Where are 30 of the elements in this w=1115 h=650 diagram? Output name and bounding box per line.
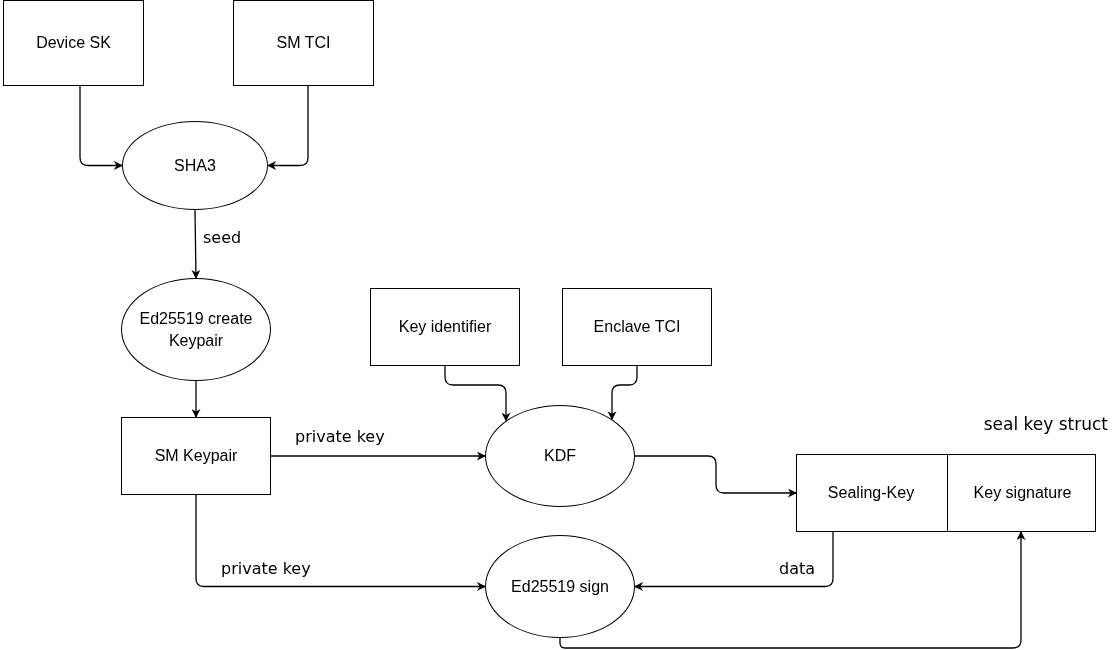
node-label: Enclave TCI xyxy=(592,317,682,338)
arrow xyxy=(607,365,638,421)
node-label: Ed25519 sign xyxy=(510,576,610,597)
arrow xyxy=(191,380,201,418)
process-box xyxy=(233,0,374,86)
node-label: Sealing-Key xyxy=(826,483,916,504)
process-box xyxy=(121,417,271,495)
arrow xyxy=(634,455,797,498)
node-label: Device SK xyxy=(35,33,112,54)
node-label: SM Keypair xyxy=(153,446,239,467)
arrow xyxy=(559,531,1026,649)
edge-label: private key xyxy=(221,559,311,580)
arrow xyxy=(191,209,201,279)
node-label: Key identifier xyxy=(397,317,493,338)
node-label: KDF xyxy=(543,446,577,467)
process-box xyxy=(3,0,144,86)
arrow xyxy=(267,85,309,170)
edge-label: private key xyxy=(295,427,385,448)
node-label: Ed25519 create Keypair xyxy=(138,308,254,351)
node-label: SHA3 xyxy=(173,155,217,176)
arrow xyxy=(79,85,123,170)
arrow xyxy=(444,365,511,422)
node-label: SM TCI xyxy=(275,33,332,54)
arrow xyxy=(634,531,834,591)
node-label: Key signature xyxy=(972,483,1073,504)
process-box xyxy=(370,288,520,366)
process-box xyxy=(562,288,712,366)
arrow xyxy=(270,451,486,461)
group-title: seal key struct xyxy=(983,413,1108,436)
arrow xyxy=(195,494,486,591)
